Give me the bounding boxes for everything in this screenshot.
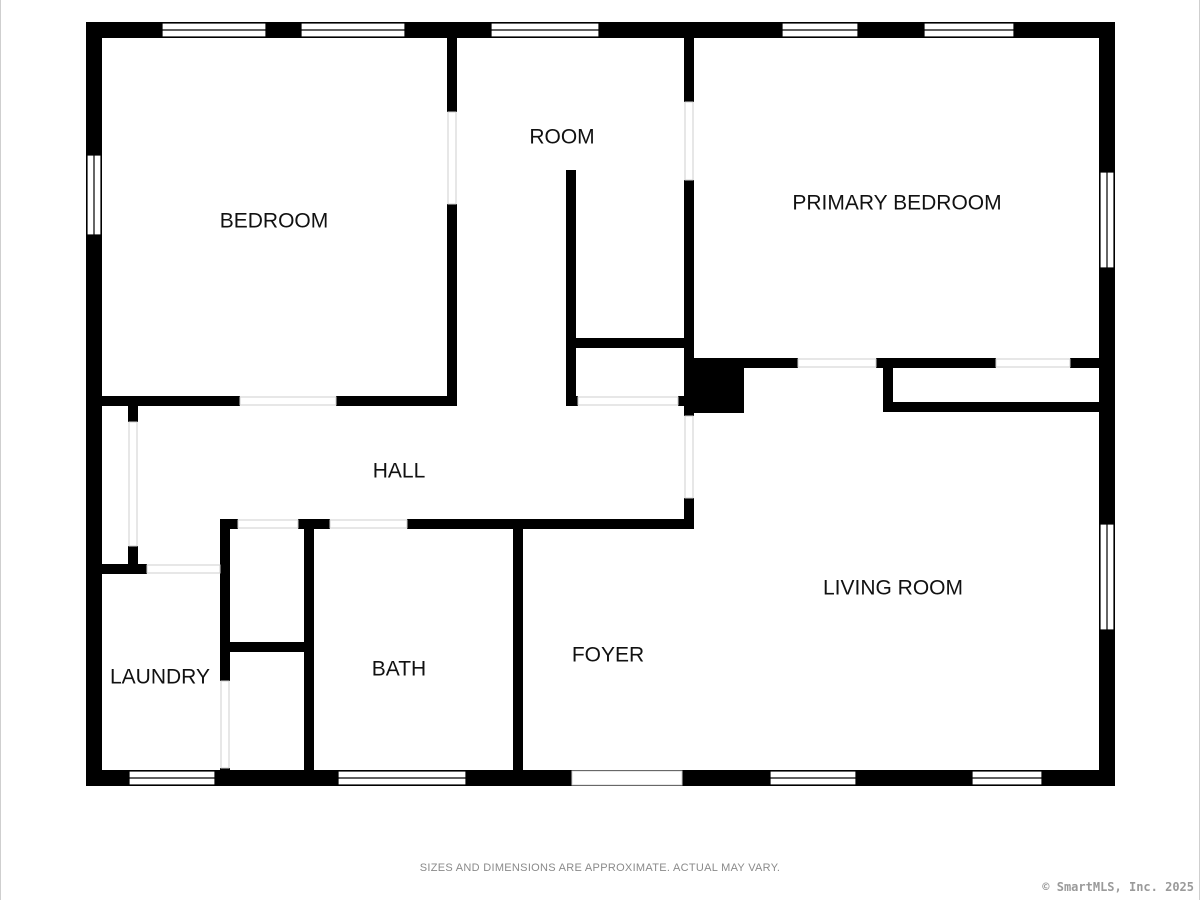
room-label-bedroom: BEDROOM (220, 210, 329, 233)
primary-wall-bottom-a (692, 358, 798, 368)
hall-wall-bottom-c (407, 519, 694, 529)
walls (86, 22, 1115, 786)
window-top-4 (781, 22, 859, 38)
room-label-foyer: FOYER (572, 644, 644, 667)
room-label-primary-bedroom: PRIMARY BEDROOM (792, 192, 1001, 215)
window-top-5 (923, 22, 1015, 38)
primary-wall-bottom-b (876, 358, 996, 368)
bedroom-wall-bottom-right (336, 396, 457, 406)
disclaimer-note: SIZES AND DIMENSIONS ARE APPROXIMATE. AC… (419, 862, 781, 874)
linen-closet-divider (226, 642, 306, 652)
bath-wall-right (513, 524, 523, 772)
bedroom-wall-bottom-left (100, 396, 240, 406)
hall-stub-top (128, 404, 138, 422)
front-door-opening (571, 770, 683, 786)
bedroom-door-opening (239, 396, 337, 406)
window-right-1 (1099, 171, 1115, 269)
room-label-bath: BATH (372, 658, 426, 681)
primary-wall-bottom-c (1070, 358, 1110, 368)
primary-closet-wall-bottom (883, 402, 1110, 412)
linen-door-opening (237, 519, 299, 529)
room-labels: ROOM BEDROOM PRIMARY BEDROOM HALL LIVING… (110, 126, 1002, 689)
room-label-laundry: LAUNDRY (110, 666, 210, 689)
laundry-side-opening (220, 680, 230, 769)
primary-door-opening (797, 358, 877, 368)
bath-wall-left (304, 524, 314, 772)
bath-door-opening (329, 519, 408, 529)
window-bottom-1 (128, 770, 216, 786)
exterior-wall-left (86, 22, 102, 786)
windows (86, 22, 1115, 786)
closet-wall-left (566, 170, 576, 406)
primary-wall-left-upper (684, 36, 694, 102)
room-label-hall: HALL (373, 460, 426, 483)
openings (128, 101, 1071, 786)
room-label-living-room: LIVING ROOM (823, 577, 963, 600)
bedroom-side-opening (447, 111, 457, 205)
window-top-2 (300, 22, 406, 38)
window-bottom-3 (769, 770, 857, 786)
laundry-wall-right-upper (220, 519, 230, 681)
window-bottom-2 (337, 770, 467, 786)
closet-wall-bottom-left (566, 396, 578, 406)
hall-living-opening (684, 415, 694, 499)
primary-wall-left-lower (684, 180, 694, 416)
laundry-wall-top (100, 564, 147, 574)
room-label-room: ROOM (529, 126, 594, 149)
hall-closet-opening (128, 421, 138, 547)
bedroom-wall-right-lower (447, 204, 457, 406)
copyright-notice: © SmartMLS, Inc. 2025 (1042, 880, 1194, 894)
closet-wall-middle (566, 338, 692, 348)
window-top-3 (490, 22, 600, 38)
bedroom-wall-right-upper (447, 36, 457, 112)
primary-side-opening (684, 101, 694, 181)
window-right-2 (1099, 523, 1115, 631)
window-top-1 (161, 22, 267, 38)
window-left-1 (86, 154, 102, 236)
primary-closet-opening (995, 358, 1071, 368)
hall-wall-right-lower (684, 498, 694, 528)
closet-door-opening (577, 396, 679, 406)
laundry-wall-right-lower (220, 768, 230, 774)
primary-closet-wall-left (883, 358, 893, 412)
chimney-block (692, 360, 744, 413)
window-bottom-4 (971, 770, 1043, 786)
laundry-door-opening (146, 564, 221, 574)
hall-stub-bottom (128, 546, 138, 564)
